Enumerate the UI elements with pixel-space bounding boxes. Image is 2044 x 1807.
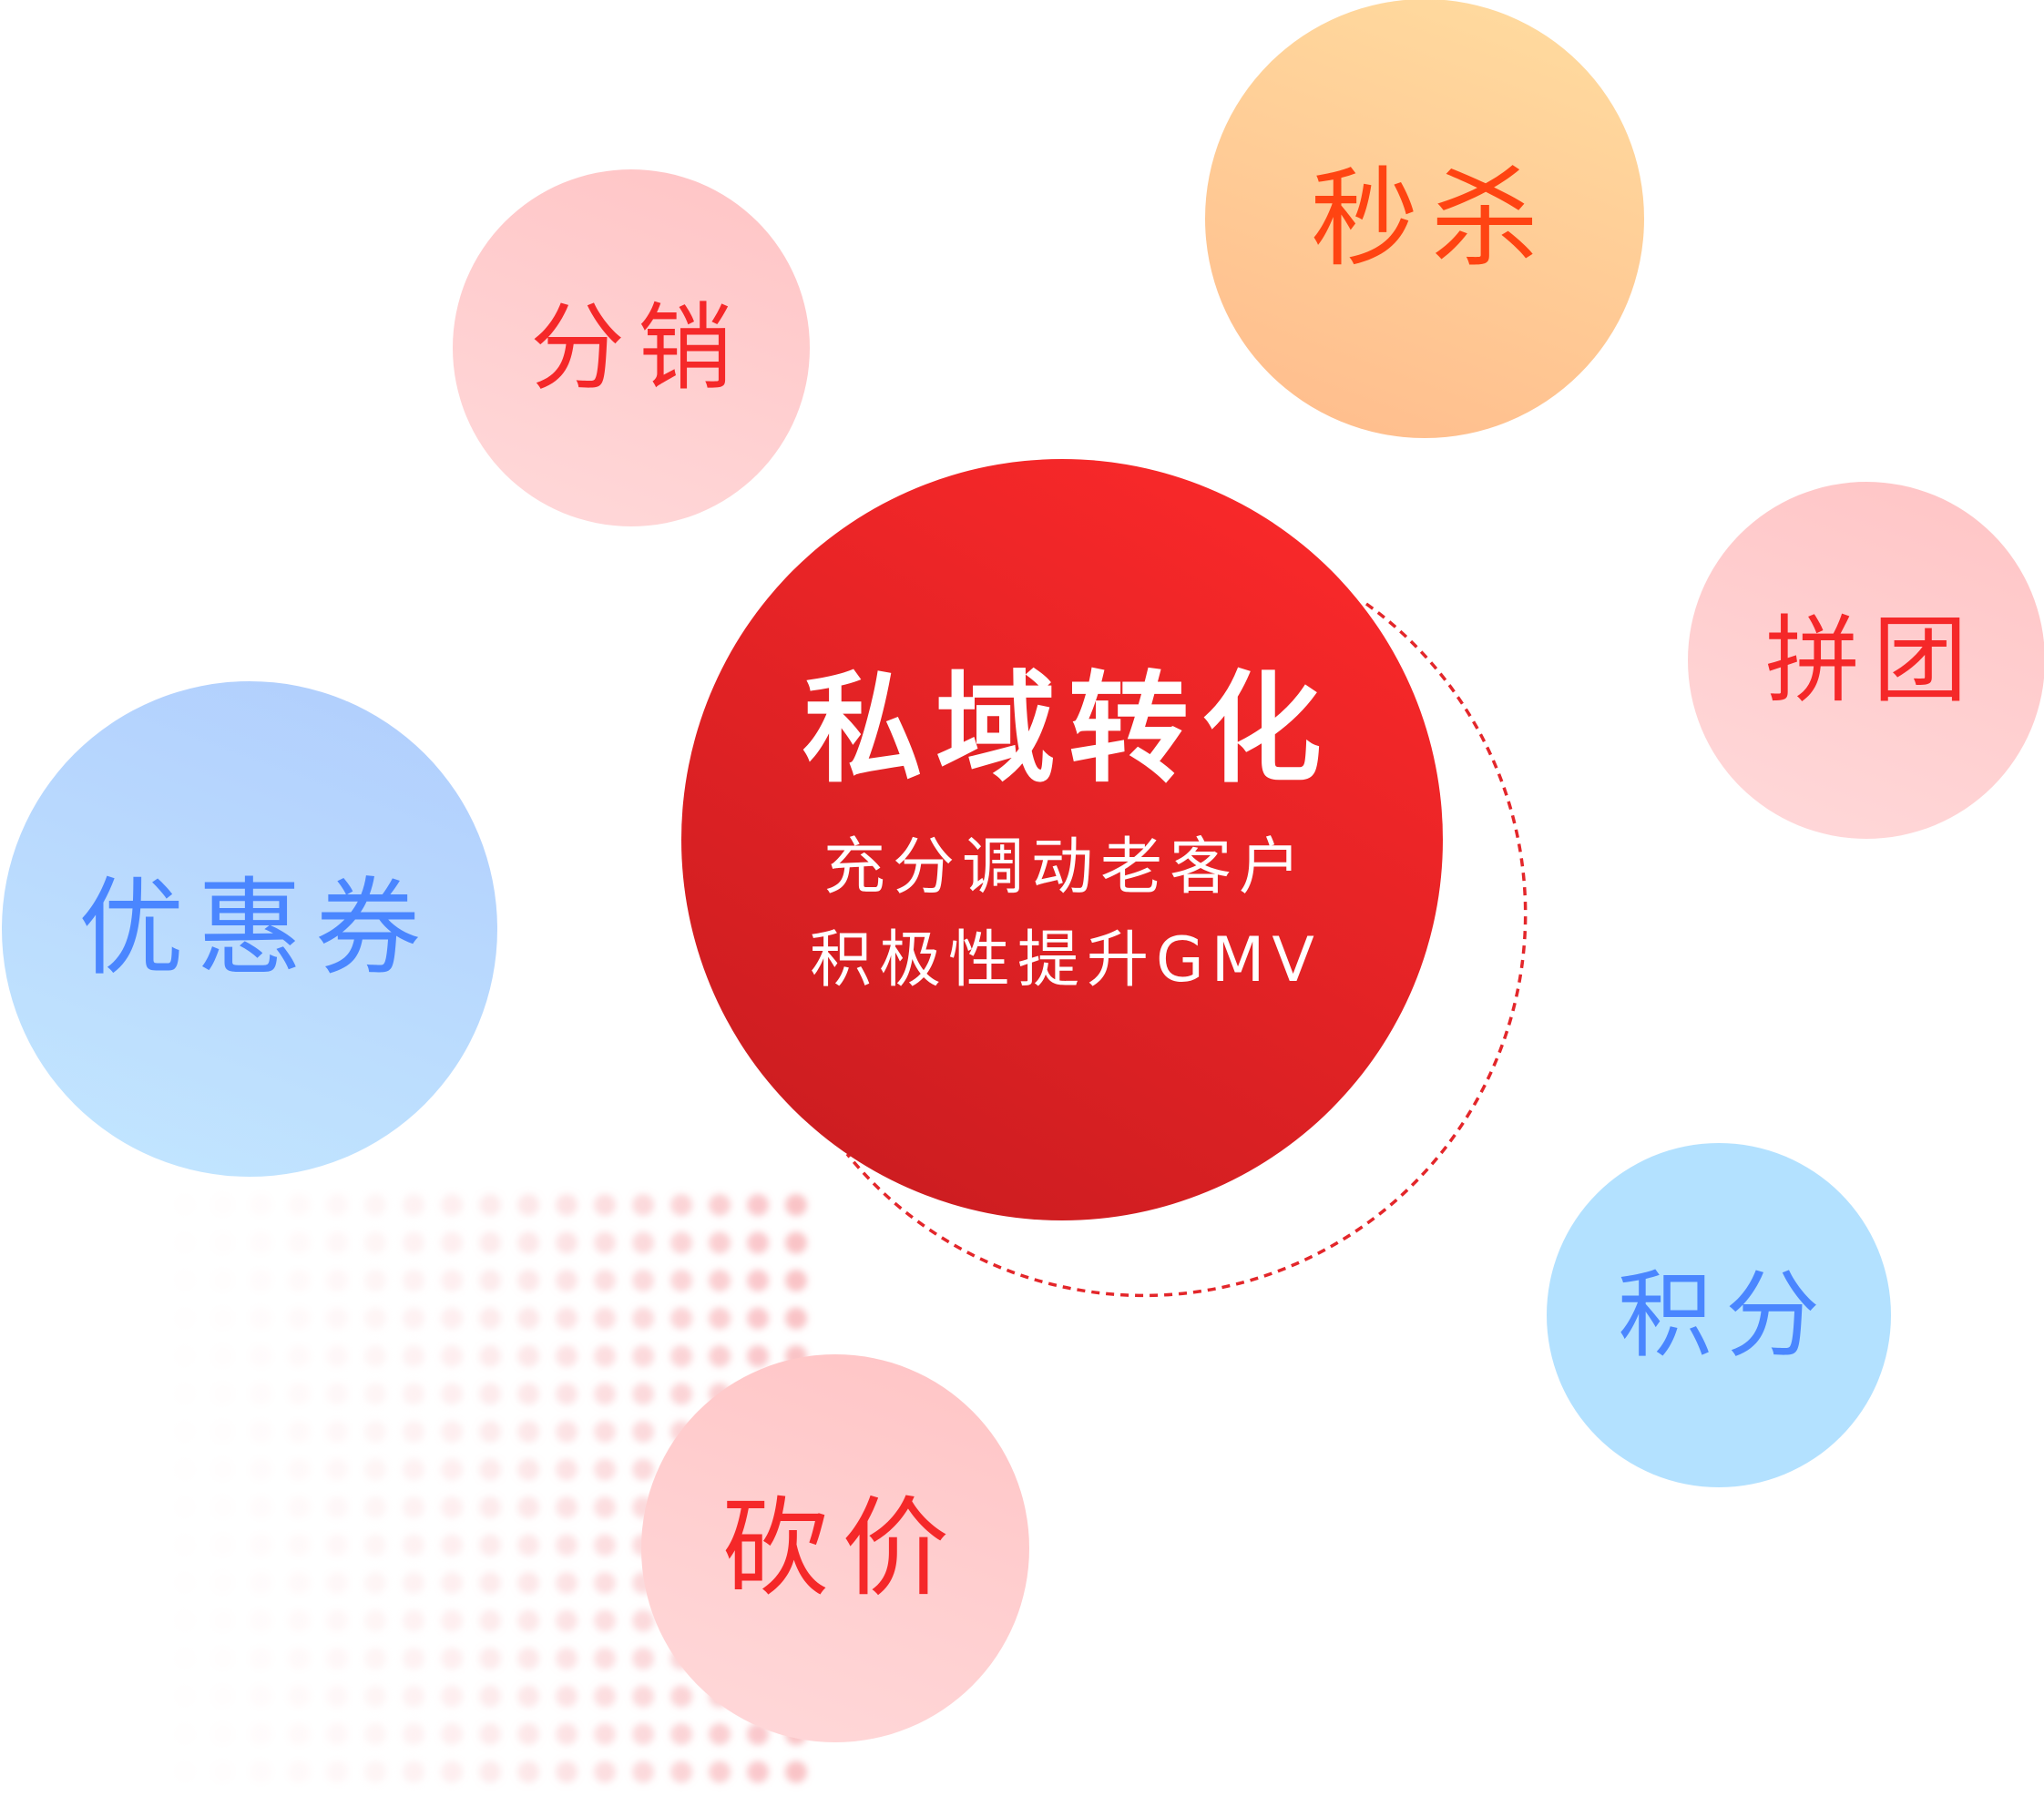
bubble-label: 砍价 (721, 1485, 962, 1611)
bubble-points[interactable]: 积分 (1547, 1143, 1891, 1487)
bubble-label: 秒杀 (1310, 156, 1551, 281)
bubble-label: 优惠券 (78, 867, 434, 990)
bubble-label: 拼团 (1764, 605, 1980, 716)
bubble-group-buy[interactable]: 拼团 (1688, 482, 2044, 839)
bubble-flash-sale[interactable]: 秒杀 (1205, 0, 1644, 438)
core-private-domain-conversion: 私域转化 充分调动老客户 积极性提升GMV (681, 459, 1443, 1220)
core-subtitle-line-1: 充分调动老客户 (823, 832, 1308, 904)
bubble-coupon[interactable]: 优惠券 (2, 681, 497, 1177)
core-subtitle-line-2: 积极性提升GMV (810, 924, 1322, 996)
bubble-label: 积分 (1617, 1260, 1833, 1371)
core-title: 私域转化 (802, 659, 1334, 800)
bubble-distribution[interactable]: 分销 (453, 169, 810, 526)
bubble-label: 分销 (529, 292, 745, 403)
bubble-bargain[interactable]: 砍价 (641, 1354, 1029, 1742)
